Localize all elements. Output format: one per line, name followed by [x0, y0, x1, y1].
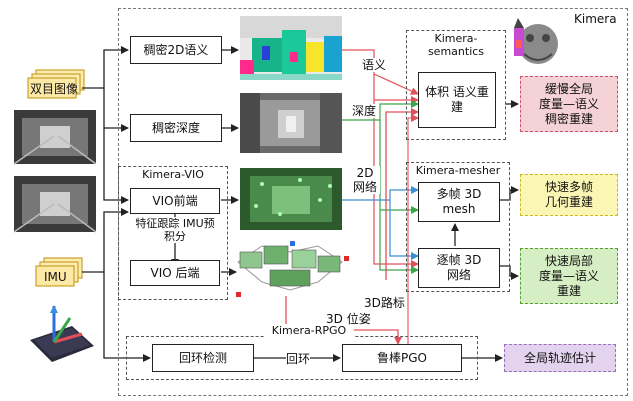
vio-frontend-label: VIO前端	[152, 193, 198, 208]
robust-pgo-label: 鲁棒PGO	[377, 350, 427, 365]
kimera-rpgo-title: Kimera-RPGO	[264, 324, 354, 337]
net2d-connector	[342, 186, 419, 260]
stereo-image-top	[13, 110, 97, 165]
stereo-input-label: 双目图像	[30, 82, 79, 96]
imu-input-stack	[35, 257, 83, 287]
edge-label-pose3d: 3D 位姿	[326, 312, 371, 326]
kimera-logo	[514, 18, 558, 64]
volumetric-semantic-label: 体积 语义重建	[425, 85, 489, 114]
semantic-image	[240, 16, 342, 80]
loop-detection-label: 回环检测	[178, 350, 227, 365]
imu-chip-image	[30, 305, 94, 362]
edge-label-loop: 回环	[286, 352, 311, 366]
output-fast-multi-box: 快速多帧 几何重建	[520, 174, 618, 216]
kimera-semantics-title: Kimera- semantics	[427, 32, 485, 58]
multiframe-mesh-label: 多帧 3D mesh	[436, 187, 482, 216]
dense-2d-semantic-box: 稠密2D语义	[130, 36, 222, 64]
output-fast-local-label: 快速局部 度量—语义 重建	[538, 253, 599, 298]
edge-label-semantic: 语义	[362, 58, 387, 72]
robust-pgo-box: 鲁棒PGO	[342, 344, 462, 372]
vio-backend-label: VIO 后端	[150, 265, 200, 280]
output-global-trajectory-label: 全局轨迹估计	[523, 350, 596, 365]
loop-detection-box: 回环检测	[152, 344, 254, 372]
volumetric-semantic-box: 体积 语义重建	[418, 72, 496, 128]
depth-connector	[342, 100, 419, 274]
kimera-semantics-group	[406, 30, 506, 140]
stereo-image-bottom	[13, 176, 97, 233]
kimera-vio-group	[118, 166, 228, 300]
dense-depth-label: 稠密深度	[151, 120, 200, 135]
output-slow-global-label: 缓慢全局 度量—语义 稠密重建	[539, 81, 600, 126]
vio-middle-label: 特征跟踪 IMU预积分	[132, 217, 218, 243]
edge-label-net2d: 2D 网络	[350, 166, 380, 194]
depth-image	[240, 93, 342, 153]
dense-depth-box: 稠密深度	[130, 114, 222, 142]
vio-backend-box: VIO 后端	[130, 260, 220, 286]
pose-graph-image	[236, 241, 349, 297]
kimera-vio-title: Kimera-VIO	[142, 168, 204, 181]
input-connectors	[82, 46, 519, 362]
edge-label-path3d: 3D路标	[364, 296, 405, 310]
imu-input-label: IMU	[44, 270, 67, 284]
kimera-mesher-title: Kimera-mesher	[415, 164, 501, 177]
stereo-input-stack	[27, 69, 85, 99]
multiframe-mesh-box: 多帧 3D mesh	[418, 182, 500, 222]
edge-label-depth: 深度	[352, 104, 377, 118]
kimera-mesher-group	[406, 162, 510, 292]
output-fast-multi-label: 快速多帧 几何重建	[544, 180, 593, 209]
vio-frontend-box: VIO前端	[130, 188, 220, 214]
output-slow-global-box: 缓慢全局 度量—语义 稠密重建	[520, 76, 618, 132]
dense-2d-semantic-label: 稠密2D语义	[143, 42, 209, 57]
perframe-net-label: 逐帧 3D 网络	[436, 253, 482, 282]
output-fast-local-box: 快速局部 度量—语义 重建	[520, 248, 618, 304]
pgo-to-semantics-connector	[407, 114, 419, 344]
output-global-trajectory-box: 全局轨迹估计	[504, 344, 616, 372]
perframe-net-box: 逐帧 3D 网络	[418, 248, 500, 288]
kimera-label: Kimera	[574, 12, 617, 26]
vio-features-image	[240, 168, 342, 230]
